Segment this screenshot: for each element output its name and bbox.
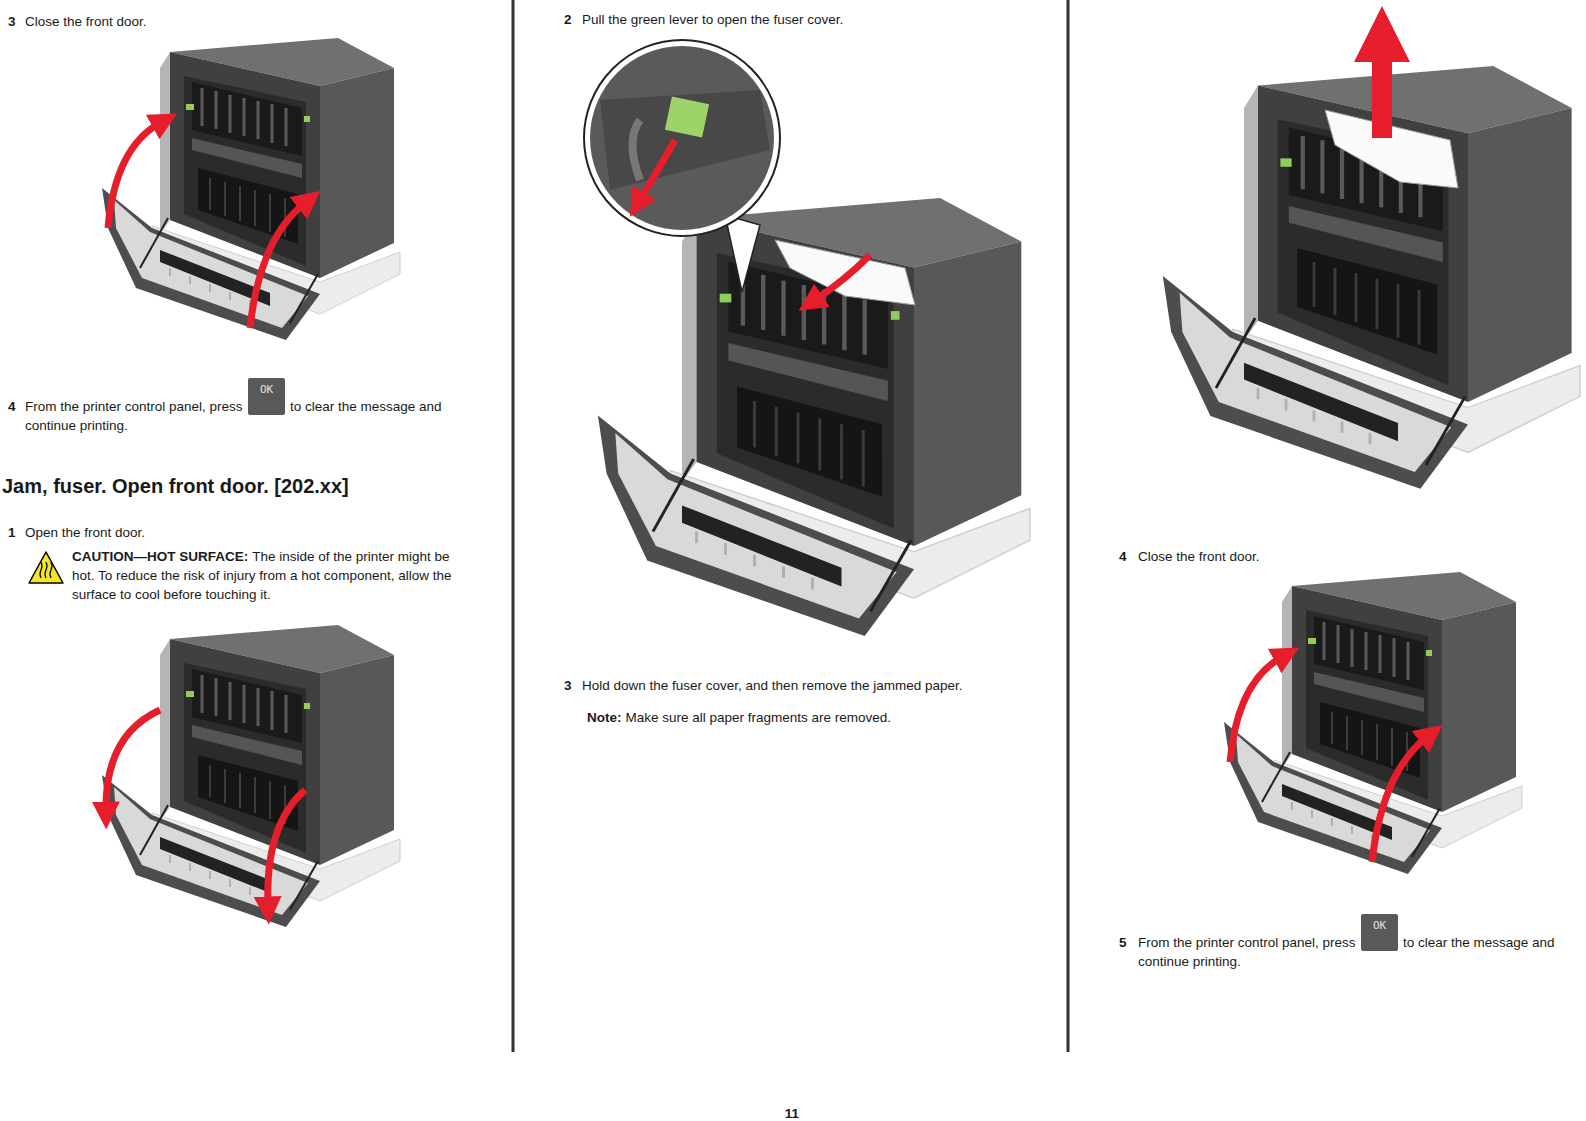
step-text: From the printer control panel, press [1138,933,1356,952]
caution-text: CAUTION—HOT SURFACE:The inside of the pr… [72,547,464,604]
step-number: 3 [564,676,572,695]
step-text: Open the front door. [25,523,485,542]
note-body: Make sure all paper fragments are remove… [626,710,892,725]
step-text: Close the front door. [25,12,485,31]
step-number: 4 [1119,547,1127,566]
ok-key: OK [1361,914,1398,951]
step-number: 1 [8,523,16,542]
ok-key: OK [248,378,285,415]
page-number: 11 [782,1104,802,1121]
step-text: From the printer control panel, press [25,397,243,416]
section-heading: Jam, fuser. Open front door. [202.xx] [2,473,349,499]
step-text: Close the front door. [1138,547,1578,566]
step-number: 4 [8,397,16,416]
step-number: 5 [1119,933,1127,952]
note-text: Note: Make sure all paper fragments are r… [587,708,1057,727]
step-number: 2 [564,10,572,29]
step-text: to clear the message and continue printi… [25,397,465,435]
step-number: 3 [8,12,16,31]
step-text: Pull the green lever to open the fuser c… [582,10,1062,29]
key-label: OK [248,378,285,396]
caution-heading: CAUTION—HOT SURFACE: [72,549,248,564]
step-text: to clear the message and continue printi… [1138,933,1578,971]
key-label: OK [1361,914,1398,932]
note-heading: Note: [587,710,622,725]
step-text: Hold down the fuser cover, and then remo… [582,676,1062,695]
